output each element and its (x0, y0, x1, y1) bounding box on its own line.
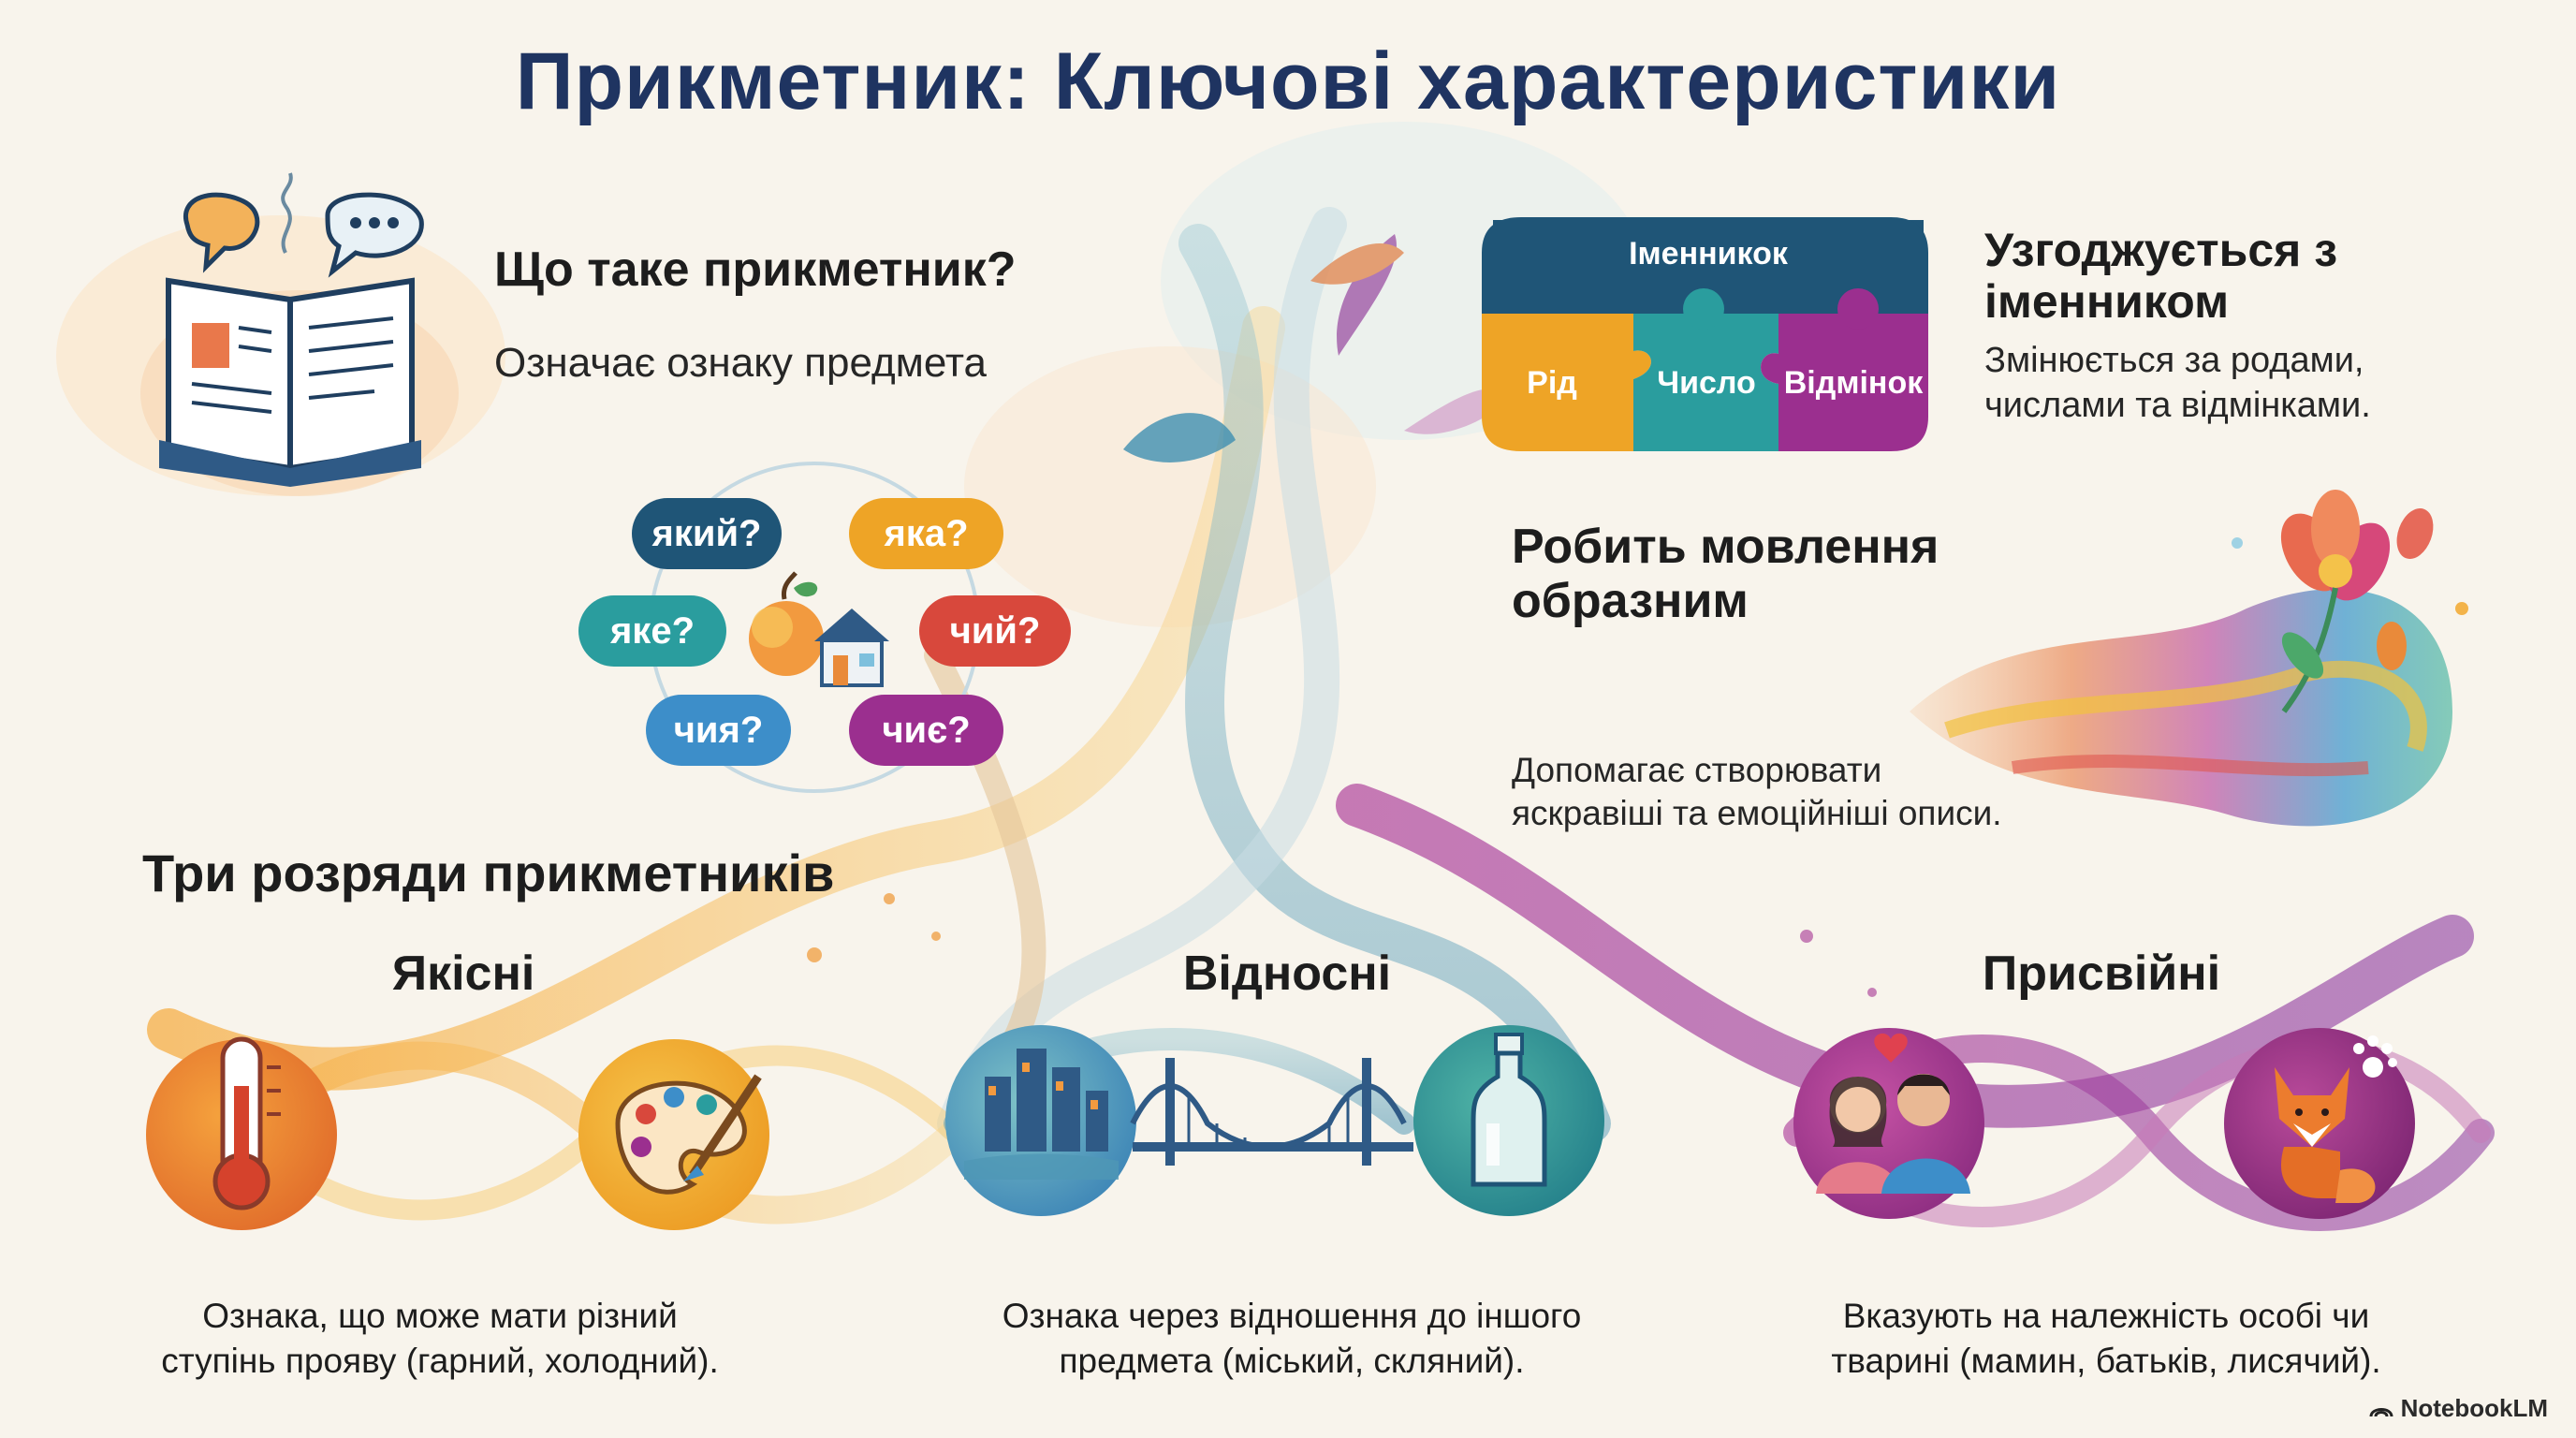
category-name-possessive: Присвійні (1982, 946, 2221, 1001)
question-pill: чий? (919, 595, 1071, 667)
question-pill: чиє? (849, 695, 1003, 766)
categories-heading: Три розряди прикметників (142, 844, 835, 902)
puzzle-piece-label: Відмінок (1783, 365, 1924, 401)
imagery-heading: Робить мовлення образним (1512, 520, 1939, 628)
category-desc-line: Ознака, що може мати різний (202, 1297, 678, 1335)
agreement-text: Змінюється за родами, числами та відмінк… (1984, 339, 2371, 428)
puzzle-illustration (1482, 217, 1928, 451)
bottle-illustration (1413, 1025, 1604, 1216)
brand-label: NotebookLM (2400, 1394, 2548, 1422)
category-desc-line: ступінь прояву (гарний, холодний). (161, 1342, 719, 1381)
definition-text: Означає ознаку предмета (494, 340, 988, 386)
notebooklm-logo-icon (2369, 1407, 2393, 1416)
imagery-heading-line: образним (1512, 574, 1749, 629)
category-desc-qualitative: Ознака, що може мати різний ступінь проя… (103, 1294, 777, 1384)
definition-heading: Що таке прикметник? (494, 242, 1017, 297)
agreement-heading-line: іменником (1984, 275, 2230, 328)
city-illustration (945, 1025, 1136, 1216)
book-illustration (140, 172, 459, 496)
imagery-text: Допомагає створювати яскравіші та емоцій… (1512, 749, 2002, 836)
agreement-heading: Узгоджується з іменником (1984, 225, 2337, 328)
question-pill: чия? (646, 695, 791, 766)
agreement-heading-line: Узгоджується з (1984, 224, 2338, 276)
category-desc-line: тварині (мамин, батьків, лисячий). (1831, 1342, 2381, 1381)
category-desc-line: предмета (міський, скляний). (1059, 1342, 1525, 1381)
puzzle-piece-label: Рід (1527, 365, 1577, 401)
leaf-decoration (1123, 234, 1507, 462)
thermometer-illustration (146, 1036, 337, 1230)
question-pill: яке? (578, 595, 726, 667)
apple-house-illustration (749, 571, 889, 687)
palette-illustration (578, 1039, 769, 1230)
category-desc-relative: Ознака через відношення до іншого предме… (936, 1294, 1647, 1384)
category-desc-line: Ознака через відношення до іншого (1002, 1297, 1582, 1335)
category-desc-possessive: Вказують на належність особі чи тварині … (1760, 1294, 2452, 1384)
imagery-heading-line: Робить мовлення (1512, 520, 1939, 574)
people-illustration (1793, 1028, 1984, 1219)
agreement-text-line: Змінюється за родами, (1984, 341, 2364, 380)
page-title: Прикметник: Ключові характеристики (515, 37, 2061, 126)
puzzle-piece-label: Число (1657, 365, 1756, 401)
flower-illustration (1910, 490, 2468, 827)
imagery-text-line: Допомагає створювати (1512, 751, 1882, 789)
category-desc-line: Вказують на належність особі чи (1842, 1297, 2370, 1335)
puzzle-top-label: Іменникок (1629, 236, 1788, 271)
question-pill: яка? (849, 498, 1003, 569)
agreement-text-line: числами та відмінками. (1984, 385, 2371, 425)
category-name-relative: Відносні (1182, 946, 1392, 1001)
bridge-illustration (1130, 1058, 1413, 1166)
brand-watermark: NotebookLM (2369, 1394, 2548, 1423)
imagery-text-line: яскравіші та емоційніші описи. (1512, 794, 2002, 833)
category-name-qualitative: Якісні (391, 946, 535, 1001)
fox-illustration (2224, 1028, 2415, 1219)
question-pill: який? (632, 498, 782, 569)
